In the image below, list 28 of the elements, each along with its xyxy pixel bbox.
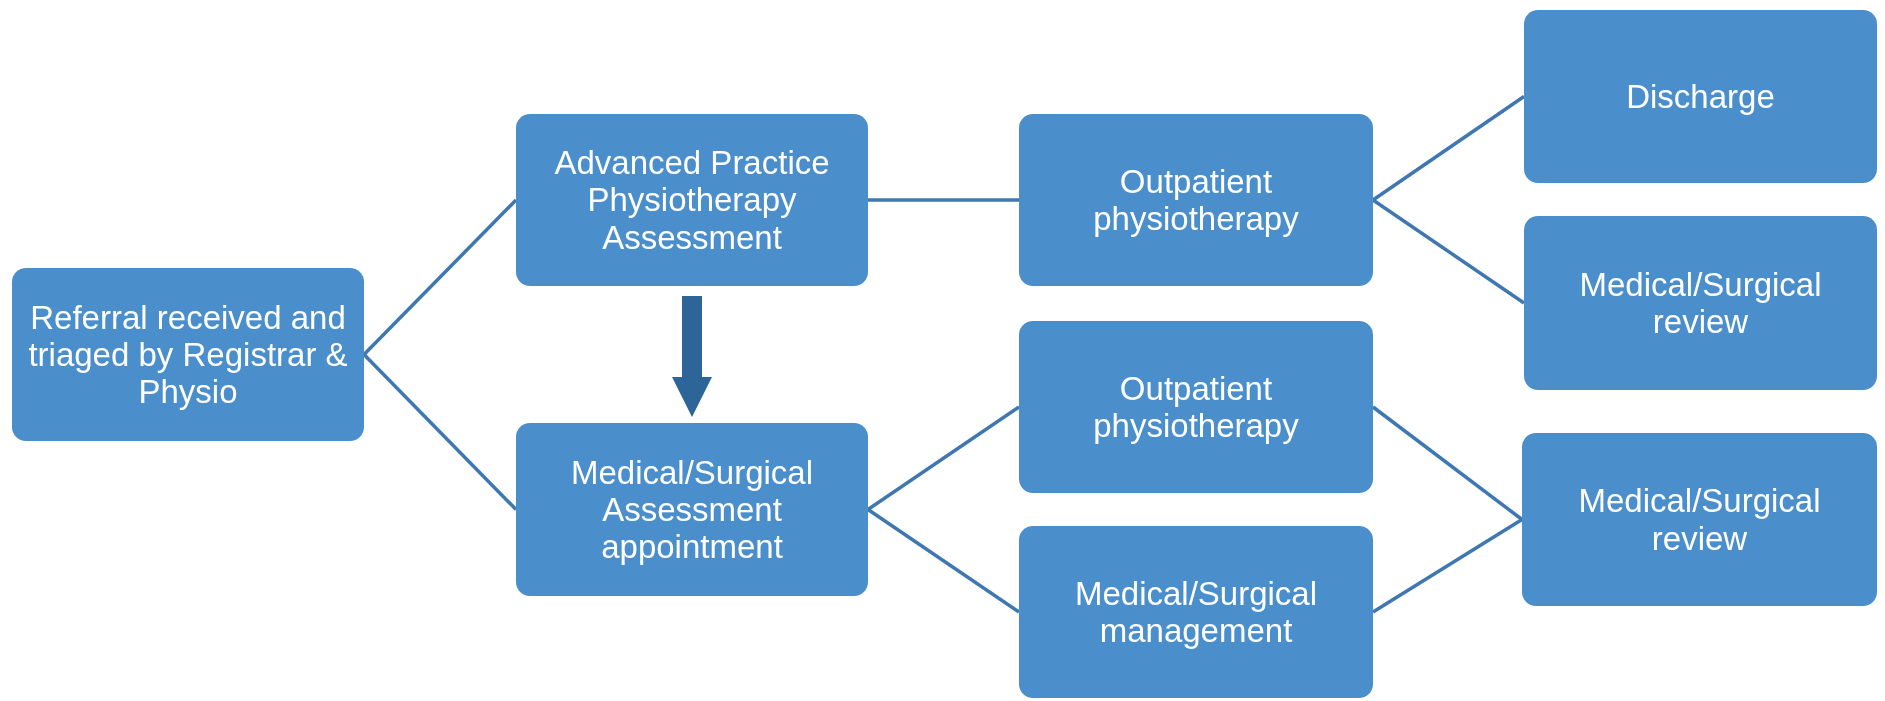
box-label: Medical/Surgical management <box>1073 574 1319 650</box>
box-label: Medical/Surgical Assessment appointment <box>569 453 815 566</box>
box-label: Medical/Surgical review <box>1578 265 1823 341</box>
connector-line <box>867 508 1020 614</box>
process-box <box>516 423 868 596</box>
box-label: Medical/Surgical review <box>1577 482 1822 557</box>
process-box <box>1019 114 1373 286</box>
connector-line <box>1372 95 1525 202</box>
connector-line <box>362 353 518 511</box>
process-box <box>1522 433 1877 606</box>
connector-line <box>867 405 1020 511</box>
block-arrow <box>672 296 712 417</box>
process-box <box>1019 321 1373 493</box>
box-label: Advanced Practice Physiotherapy Assessment <box>553 144 831 256</box>
box-label: Outpatient physiotherapy <box>1092 369 1300 445</box>
box-label: Discharge <box>1626 77 1775 116</box>
process-box <box>1524 216 1877 390</box>
connector-line <box>362 198 518 356</box>
connector-line <box>1372 518 1523 614</box>
process-box <box>516 114 868 286</box>
connector-line <box>1372 198 1525 305</box>
process-box <box>1019 526 1373 698</box>
process-box <box>12 268 364 441</box>
connector-line <box>868 198 1019 202</box>
connector-line <box>1371 405 1524 521</box>
box-label: Outpatient physiotherapy <box>1092 162 1300 238</box>
process-box <box>1524 10 1877 183</box>
box-label: Referral received and triaged by Registrar & Physio <box>27 298 349 411</box>
